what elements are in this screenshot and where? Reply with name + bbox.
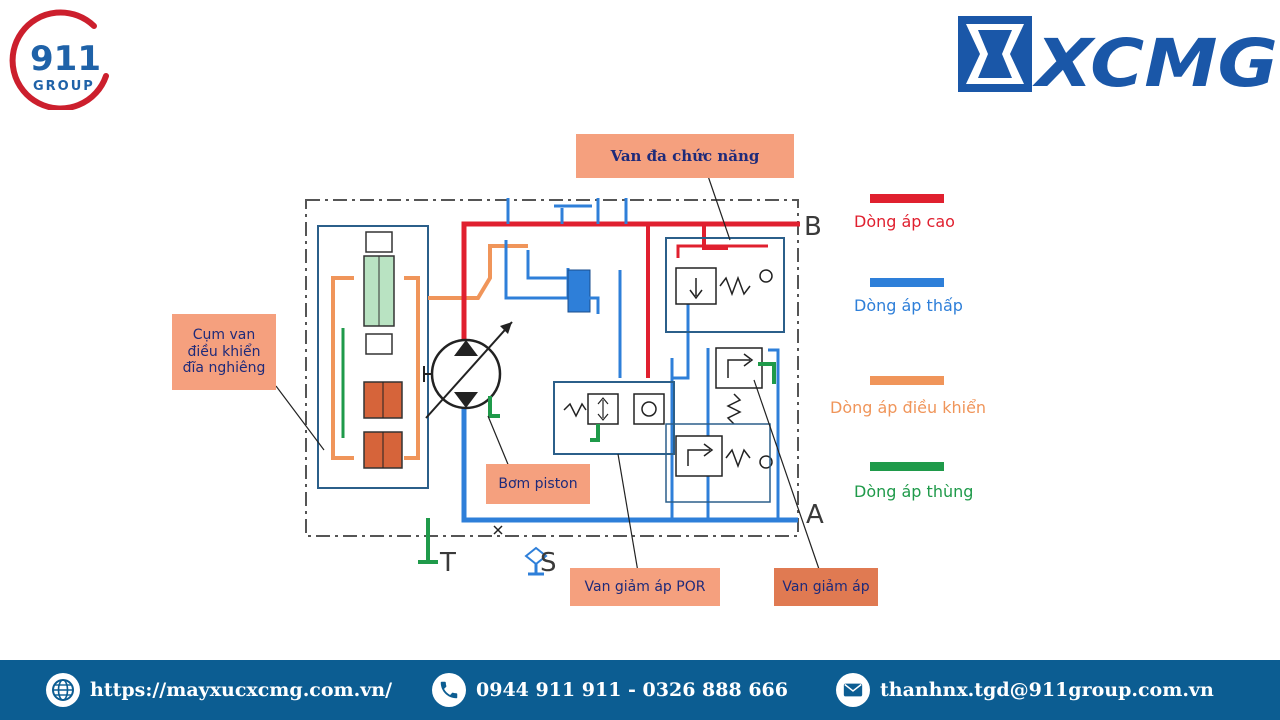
logo-number: 911 — [30, 39, 101, 79]
legend-label-low: Dòng áp thấp — [854, 296, 963, 315]
legend-bar-pilot — [870, 376, 944, 385]
callout-swash-line-3: đĩa nghiêng — [182, 360, 266, 377]
pump-boundary — [305, 199, 799, 537]
callout-piston-pump: Bơm piston — [486, 464, 590, 504]
phone-text: 0944 911 911 - 0326 888 666 — [476, 679, 788, 701]
mail-icon — [836, 673, 870, 707]
911-group-logo: 911 GROUP — [9, 9, 109, 110]
multi-function-valve-frame — [665, 237, 785, 333]
control-valve-frame — [317, 225, 429, 489]
website-link[interactable]: https://mayxucxcmg.com.vn/ — [46, 673, 392, 707]
logo-word: GROUP — [33, 79, 95, 94]
high-pressure-line — [461, 221, 800, 350]
hydraulic-circuit-diagram — [275, 175, 821, 576]
legend-label-high: Dòng áp cao — [854, 212, 955, 231]
phone-icon — [432, 673, 466, 707]
accumulator — [567, 269, 591, 313]
phone-link[interactable]: 0944 911 911 - 0326 888 666 — [432, 673, 788, 707]
low-pressure-line — [461, 400, 798, 523]
port-t-label: T — [440, 548, 456, 578]
por-valve-frame — [553, 381, 675, 455]
callout-swash-line-2: điều khiển — [187, 343, 261, 360]
xcmg-logo: XCMG — [958, 16, 1278, 94]
callout-por-valve: Van giảm áp POR — [570, 568, 720, 606]
pilot-line — [331, 276, 354, 460]
legend-label-tank: Dòng áp thùng — [854, 482, 974, 501]
legend-label-pilot: Dòng áp điều khiển — [830, 398, 987, 417]
logo-xcmg-word: XCMG — [1032, 25, 1278, 94]
port-s-label: S — [540, 548, 557, 578]
legend-bar-high — [870, 194, 944, 203]
globe-icon — [46, 673, 80, 707]
port-a-label: A — [806, 500, 824, 530]
pressure-reducing-valve-lower — [675, 435, 723, 477]
legend-bar-tank — [870, 462, 944, 471]
email-link[interactable]: thanhnx.tgd@911group.com.vn — [836, 673, 1214, 707]
legend-bar-low — [870, 278, 944, 287]
tank-symbol — [418, 518, 438, 564]
callout-swash-line-1: Cụm van — [192, 326, 256, 343]
port-b-label: B — [804, 212, 822, 242]
contact-footer: https://mayxucxcmg.com.vn/ 0944 911 911 … — [0, 660, 1280, 720]
suction-symbol — [528, 564, 544, 576]
callout-swash-plate-control: Cụm van điều khiển đĩa nghiêng — [172, 314, 276, 390]
website-text: https://mayxucxcmg.com.vn/ — [90, 679, 393, 701]
callout-multi-function-valve: Van đa chức năng — [576, 134, 794, 178]
email-text: thanhnx.tgd@911group.com.vn — [880, 679, 1214, 701]
callout-pressure-reducing-valve: Van giảm áp — [774, 568, 878, 606]
